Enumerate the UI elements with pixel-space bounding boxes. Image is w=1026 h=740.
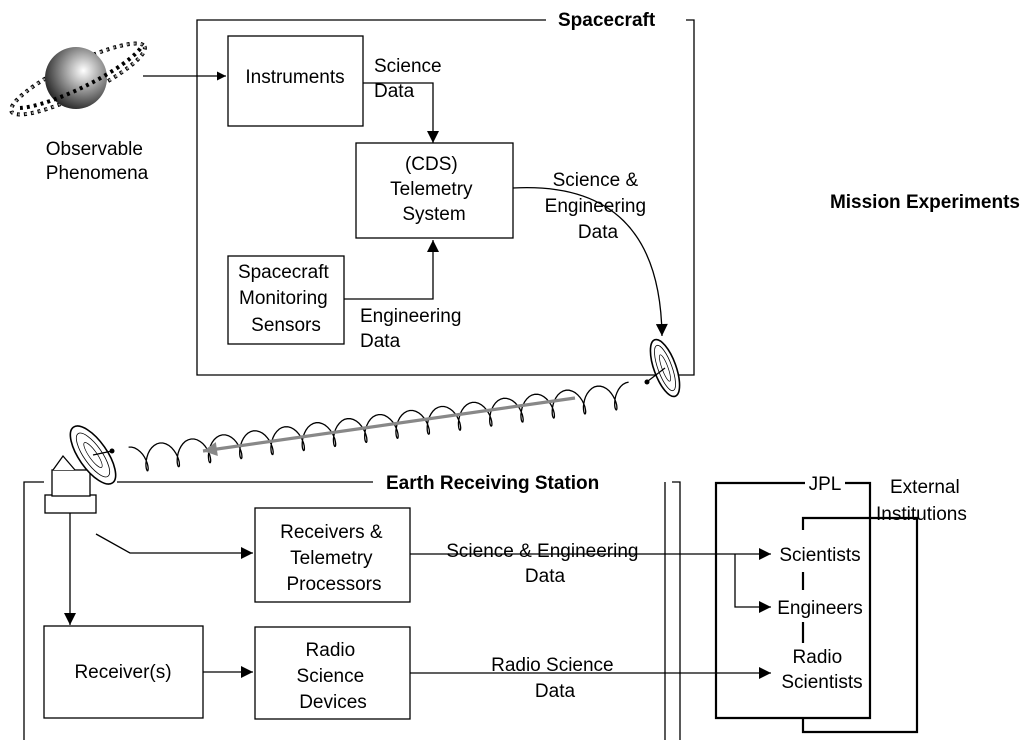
arrow-antenna-to-telemetry-processors [95, 533, 253, 559]
earth-station-frame-right [672, 481, 681, 740]
observable-label: Observable Phenomena [46, 139, 149, 184]
instruments-box [227, 35, 364, 127]
receivers-telemetry-box [254, 507, 411, 603]
external-institutions-frame [801, 516, 919, 734]
jpl-frame [714, 481, 872, 720]
spacecraft-title: Spacecraft [558, 10, 656, 31]
receivers-box [43, 625, 204, 719]
engineering-data-label: Engineering Data [360, 306, 467, 352]
receivers-telemetry-label: Receivers & Telemetry Processors [280, 522, 388, 595]
radio-science-data-label: Radio Science Data [491, 655, 619, 702]
scientists-label: Scientists [779, 545, 860, 566]
monitoring-sensors-label: Spacecraft Monitoring Sensors [238, 262, 334, 336]
engineers-label: Engineers [777, 598, 863, 619]
earth-station-title: Earth Receiving Station [386, 473, 599, 494]
radio-wave-signal [128, 381, 629, 472]
arrow-instruments-to-telemetry [363, 82, 439, 143]
earth-station-frame-left [23, 481, 44, 740]
spacecraft-sci-eng-label: Science & Engineering Data [545, 170, 652, 243]
arrow-sensors-to-telemetry [344, 240, 439, 300]
radio-science-devices-label: Radio Science Devices [297, 640, 370, 713]
monitoring-sensors-box [227, 255, 345, 345]
downlink-arrow [202, 396, 576, 456]
instruments-label: Instruments [245, 67, 344, 88]
earth-sci-eng-data-label: Science & Engineering Data [446, 541, 644, 587]
telemetry-system-box [355, 142, 514, 239]
radio-scientists-label: Radio Scientists [781, 647, 862, 693]
receivers-label: Receiver(s) [74, 662, 171, 683]
ground-antenna-icon [44, 425, 117, 514]
arrow-telemetry-to-antenna [512, 186, 668, 337]
planet-icon [9, 41, 147, 117]
spacecraft-frame [196, 19, 695, 376]
radio-science-devices-box [254, 626, 411, 720]
science-data-label: Science Data [374, 56, 447, 102]
arrow-data-to-engineers [734, 554, 771, 613]
mission-experiments-label: Mission Experiments [830, 192, 1020, 213]
telemetry-system-label: (CDS) Telemetry System [390, 154, 478, 225]
spacecraft-antenna-icon [644, 338, 681, 398]
external-institutions-label: External Institutions [876, 477, 967, 525]
jpl-title: JPL [809, 474, 842, 495]
